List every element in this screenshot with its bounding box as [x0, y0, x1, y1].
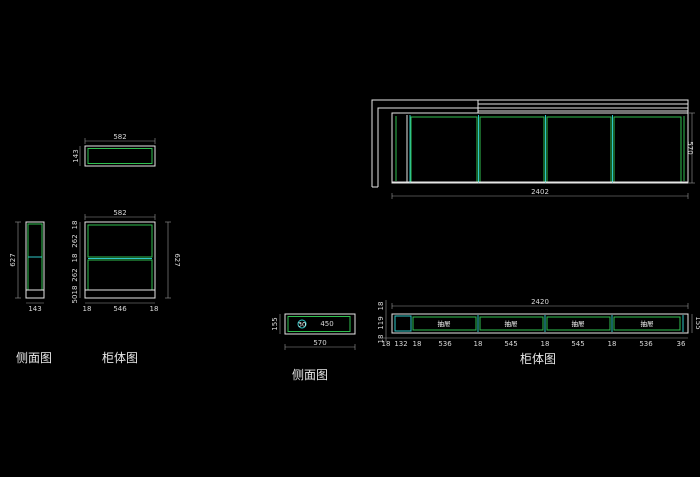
top-view-small-cabinet: 582 143 — [72, 133, 156, 167]
front-height-dim: 627 — [173, 253, 181, 266]
drawer-label-4: 抽屉 — [641, 319, 655, 328]
plan-front-bottom-dim-3: 18 — [413, 340, 422, 348]
hole-circle — [297, 319, 307, 329]
front-left-dim-6: 50 — [71, 295, 79, 304]
plan-front-bottom-dim-8: 545 — [571, 340, 584, 348]
elev-width-dim: 2402 — [531, 188, 549, 196]
label-side-view-right: 侧面图 — [292, 368, 328, 382]
front-bottom-dim-3: 18 — [150, 305, 159, 313]
plan-front-height-dim: 155 — [694, 316, 700, 329]
top-depth-dim: 143 — [72, 149, 80, 162]
plan-side-view: 30 450 155 570 — [271, 313, 356, 350]
drawer-label-3: 抽屉 — [572, 319, 586, 328]
plan-front-bottom-dim-11: 36 — [677, 340, 686, 348]
plan-front-left-dim-2: 119 — [377, 316, 385, 329]
front-left-dim-1: 18 — [71, 221, 79, 230]
front-bottom-dim-2: 546 — [113, 305, 127, 313]
plan-side-circle-dim: 30 — [298, 321, 306, 329]
plan-front-bottom-dim-6: 545 — [504, 340, 517, 348]
plan-front-bottom-dim-7: 18 — [541, 340, 550, 348]
plan-side-height-dim: 155 — [271, 317, 279, 330]
plan-front-left-dim-3: 18 — [377, 335, 385, 344]
plan-front-bottom-dim-4: 536 — [438, 340, 452, 348]
front-left-dim-5: 18 — [71, 286, 79, 295]
drawer-label-1: 抽屉 — [438, 319, 452, 328]
plan-front-bottom-dim-9: 18 — [608, 340, 617, 348]
side-depth-dim: 143 — [28, 305, 41, 313]
plan-front-left-dim-1: 18 — [377, 302, 385, 311]
top-width-dim: 582 — [113, 133, 126, 141]
plan-side-width-dim: 570 — [313, 339, 326, 347]
front-left-dim-2: 262 — [71, 234, 79, 247]
front-bottom-dim-1: 18 — [83, 305, 92, 313]
label-side-view-left: 侧面图 — [16, 351, 52, 365]
plan-side-inner-dim: 450 — [320, 320, 333, 328]
side-height-dim: 627 — [9, 253, 17, 266]
side-view-small-cabinet: 627 143 — [9, 221, 45, 313]
plan-front-bottom-dim-2: 132 — [394, 340, 407, 348]
plan-front-width-dim: 2420 — [531, 298, 549, 306]
front-left-dim-4: 262 — [71, 268, 79, 281]
drawer-label-2: 抽屉 — [505, 319, 519, 328]
front-width-dim: 582 — [113, 209, 126, 217]
label-cabinet-body-right: 柜体图 — [520, 352, 556, 366]
elev-height-dim: 570 — [686, 141, 694, 154]
plan-front-bottom-dim-10: 536 — [639, 340, 653, 348]
front-left-dim-3: 18 — [71, 254, 79, 263]
plan-front-view: 抽屉 抽屉 抽屉 抽屉 2420 155 18 119 18 18 132 18… — [377, 298, 700, 348]
plan-front-bottom-dim-1: 18 — [382, 340, 391, 348]
elevation-long-cabinet: 570 2402 — [371, 99, 695, 199]
plan-front-bottom-dim-5: 18 — [474, 340, 483, 348]
label-cabinet-body-left: 柜体图 — [102, 351, 138, 365]
front-view-small-cabinet: 582 627 18 262 18 262 18 50 18 546 18 — [71, 209, 181, 313]
